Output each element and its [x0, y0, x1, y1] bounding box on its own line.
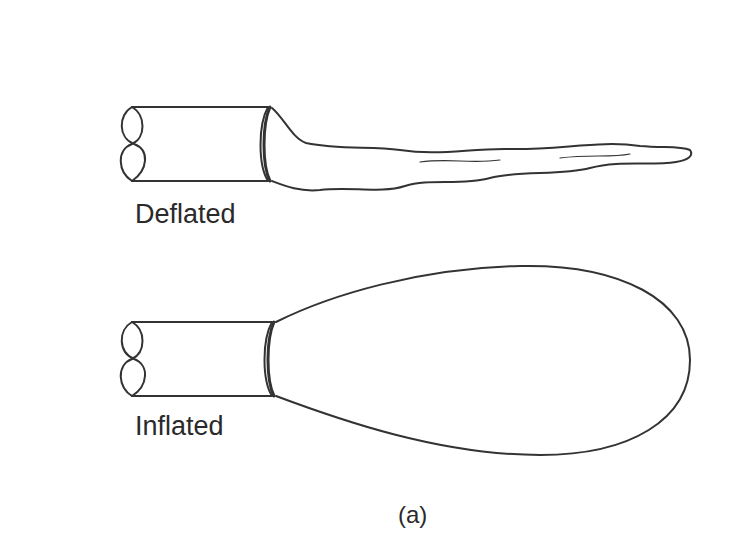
- catheter-shaft: [121, 322, 274, 396]
- state-label: Inflated: [135, 412, 224, 442]
- deflated-balloon: [272, 108, 691, 190]
- state-label: Deflated: [135, 200, 236, 230]
- figure-label: (a): [398, 502, 427, 528]
- catheter-shaft: [121, 107, 270, 181]
- inflated-balloon: [276, 266, 690, 455]
